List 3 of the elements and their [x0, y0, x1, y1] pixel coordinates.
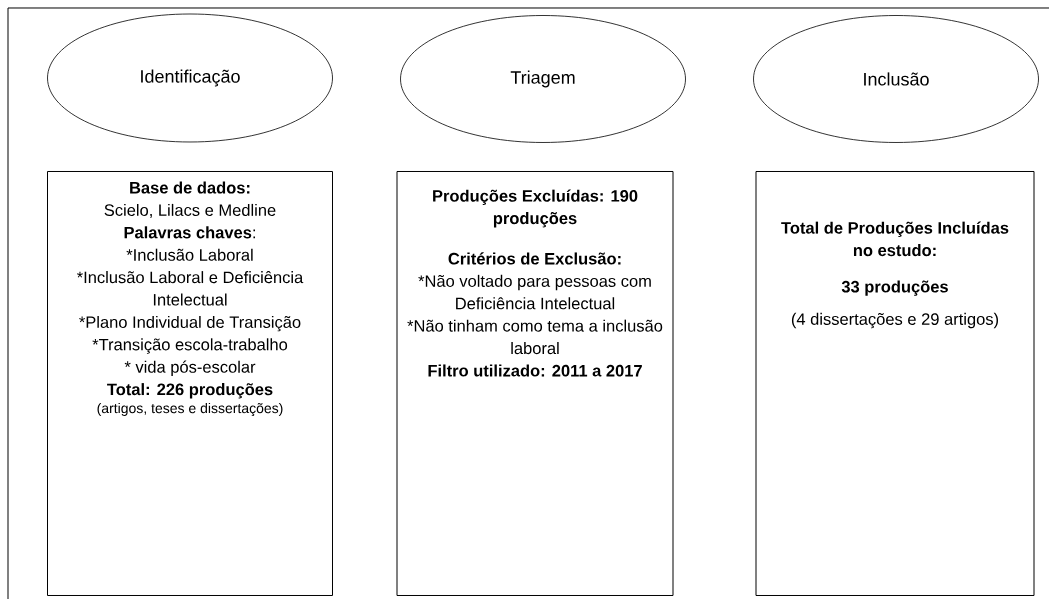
- info-box: Total de Produções Incluídas no estudo: 33 produções (4 dissertações e 29 artigos): [755, 171, 1035, 596]
- info-box: Base de dados: Scielo, Lilacs e Medline Palavras chaves: *Inclusão Laboral *Inclusão Laboral e Deficiência Intelectual *Plano Individual de Transição *Transição escola-trabalho * vida pós-escolar Total: 226 produções (artigos, teses e dissertações): [47, 171, 333, 596]
- info-box: Produções Excluídas: 190 produções Critérios de Exclusão: *Não voltado para pessoas com Deficiência Intelectual *Não tinham como tema a inclusão laboral Filtro utilizado: 2011 a 2017: [396, 171, 674, 596]
